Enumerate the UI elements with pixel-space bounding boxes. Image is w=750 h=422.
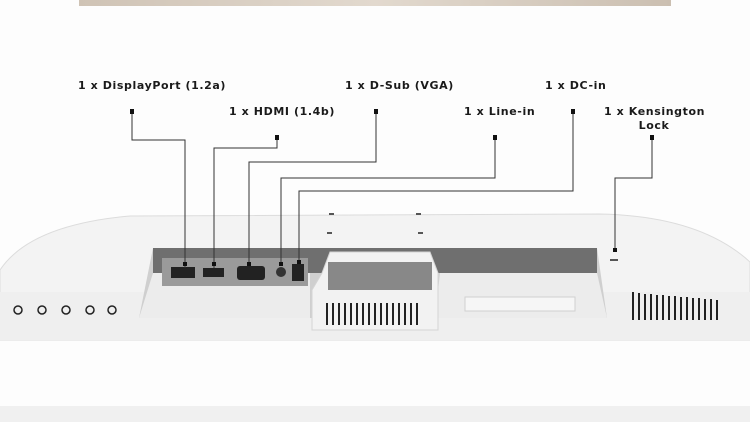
label-kensington-line2: Lock: [638, 119, 670, 132]
label-dsub: 1 x D-Sub (VGA): [345, 79, 454, 92]
leader-dsub: [248, 112, 377, 266]
bottom-band: [0, 406, 750, 422]
leader-dots: [130, 109, 654, 266]
displayport-port: [171, 267, 195, 278]
leader-displayport: [131, 112, 186, 268]
control-buttons: [13, 305, 117, 315]
label-linein: 1 x Line-in: [464, 105, 536, 118]
label-hdmi: 1 x HDMI (1.4b): [229, 105, 336, 118]
hdmi-port: [203, 268, 224, 277]
leader-dcin: [298, 112, 574, 264]
center-vent: [326, 303, 418, 325]
top-image-edge: [79, 0, 671, 6]
label-kensington-line1: 1 x Kensington: [604, 105, 706, 118]
leader-lines: [131, 112, 653, 268]
label-displayport: 1 x DisplayPort (1.2a): [78, 79, 227, 92]
leader-linein: [280, 138, 496, 266]
label-dcin: 1 x DC-in: [545, 79, 607, 92]
dcin-port: [292, 264, 304, 281]
right-vent: [632, 292, 718, 320]
leader-kensington: [614, 138, 653, 250]
linein-port: [276, 267, 286, 277]
leader-hdmi: [213, 138, 278, 268]
label-kensington: 1 x Kensington Lock: [604, 105, 706, 133]
dsub-port: [237, 266, 265, 280]
